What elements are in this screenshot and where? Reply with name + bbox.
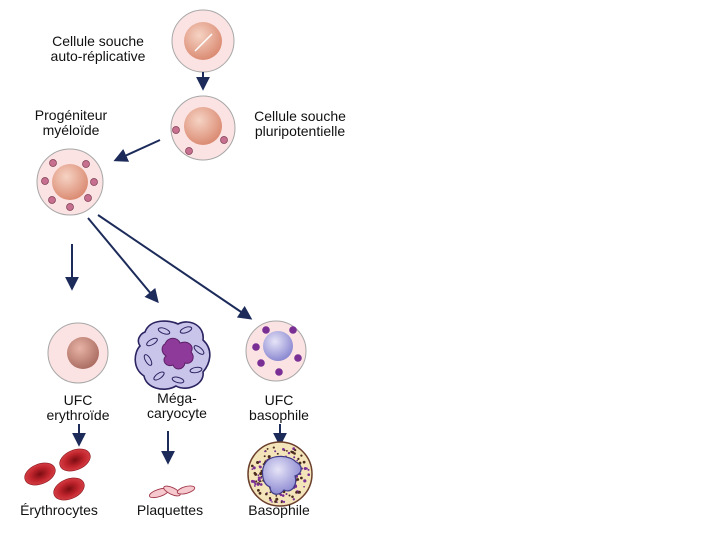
basophil-granule (267, 455, 271, 459)
basophil-granule (260, 476, 263, 479)
basophil-granule (268, 497, 272, 500)
basophil-granule (263, 455, 266, 458)
label-cfu-erythroid: UFC erythroïde (46, 392, 110, 423)
basophil-granule (303, 485, 305, 488)
label-pluripotent-stem-cell: Cellule souche pluripotentielle (254, 108, 346, 139)
label-basophil: Basophile (248, 502, 310, 518)
basophil-granule (300, 454, 303, 457)
basophil-granule (280, 501, 283, 504)
basophil-granule (292, 498, 295, 501)
basophil-granule (253, 471, 257, 475)
basophil-granule (303, 466, 307, 471)
basophil-granule (296, 459, 299, 462)
self-renewing-stem-cell (171, 9, 235, 73)
basophil-granule (285, 492, 288, 496)
basophil-granule (255, 480, 258, 483)
basophil-granule (298, 490, 301, 494)
erythrocytes-group (24, 448, 91, 501)
basophil-granule (258, 460, 261, 463)
cfu-erythroid-cell (47, 322, 109, 384)
basophil-granule (300, 476, 303, 480)
label-cfu-basophil: UFC basophile (249, 392, 309, 423)
basophil-granule (257, 474, 260, 477)
basophil-granule (276, 452, 279, 455)
basophil-granule (272, 446, 275, 449)
basophil-granule (252, 466, 256, 470)
basophil-granule (295, 491, 298, 494)
myeloid-progenitor-cell (36, 148, 104, 216)
pluripotent-stem-cell (170, 95, 236, 161)
label-platelets: Plaquettes (136, 502, 204, 518)
basophil-granule (297, 457, 300, 460)
basophil-granule (264, 450, 267, 453)
basophil-granule (259, 483, 263, 486)
basophil-granule (275, 494, 278, 497)
basophil-granule (254, 482, 257, 486)
basophil-granule (293, 456, 296, 459)
basophil-granule (286, 450, 288, 452)
basophil-granule (253, 484, 256, 487)
basophil-cell (247, 441, 313, 507)
arrow-to-myeloid-progenitor (113, 139, 161, 162)
basophil-granule (294, 448, 297, 452)
basophil-granule (291, 451, 295, 454)
basophil-granule (256, 460, 260, 465)
basophil-granule (307, 473, 311, 477)
basophil-granule (251, 468, 254, 470)
basophil-granule (275, 497, 279, 501)
basophil-granule (265, 492, 268, 496)
basophil-granule (257, 478, 261, 482)
basophil-granule (256, 483, 260, 486)
cfu-basophil-cell (245, 320, 307, 382)
basophil-granule (266, 447, 269, 450)
label-megakaryocyte: Méga- caryocyte (147, 390, 207, 421)
basophil-granule (282, 448, 285, 451)
megakaryocyte-cell (134, 320, 211, 390)
label-erythrocytes: Érythrocytes (20, 502, 98, 518)
basophil-granule (274, 450, 277, 453)
arrow-to-megakaryocyte (87, 217, 159, 304)
platelets-group (148, 485, 196, 499)
basophil-granule (258, 491, 262, 495)
basophil-granule (250, 479, 254, 483)
label-self-renewing-stem-cell: Cellule souche auto-réplicative (50, 33, 146, 64)
label-myeloid-progenitor: Progéniteur myéloïde (34, 107, 108, 138)
basophil-granule (258, 465, 262, 469)
basophil-granule (274, 500, 277, 503)
basophil-granule (307, 468, 310, 471)
basophil-granule (257, 476, 261, 480)
basophil-granule (288, 494, 291, 497)
basophil-granule (302, 460, 306, 464)
basophil-granule (282, 500, 286, 503)
arrow-to-cfu-basophil (97, 214, 253, 320)
basophil-granule (250, 464, 254, 468)
basophil-granule (287, 451, 291, 455)
basophil-granule (281, 494, 285, 497)
basophil-granule (257, 489, 260, 492)
basophil-granule (303, 479, 307, 483)
basophil-granule (305, 467, 308, 470)
basophil-granule (259, 480, 261, 483)
basophil-granule (291, 495, 294, 498)
basophil-granule (271, 501, 273, 503)
basophil-granule (253, 481, 256, 484)
